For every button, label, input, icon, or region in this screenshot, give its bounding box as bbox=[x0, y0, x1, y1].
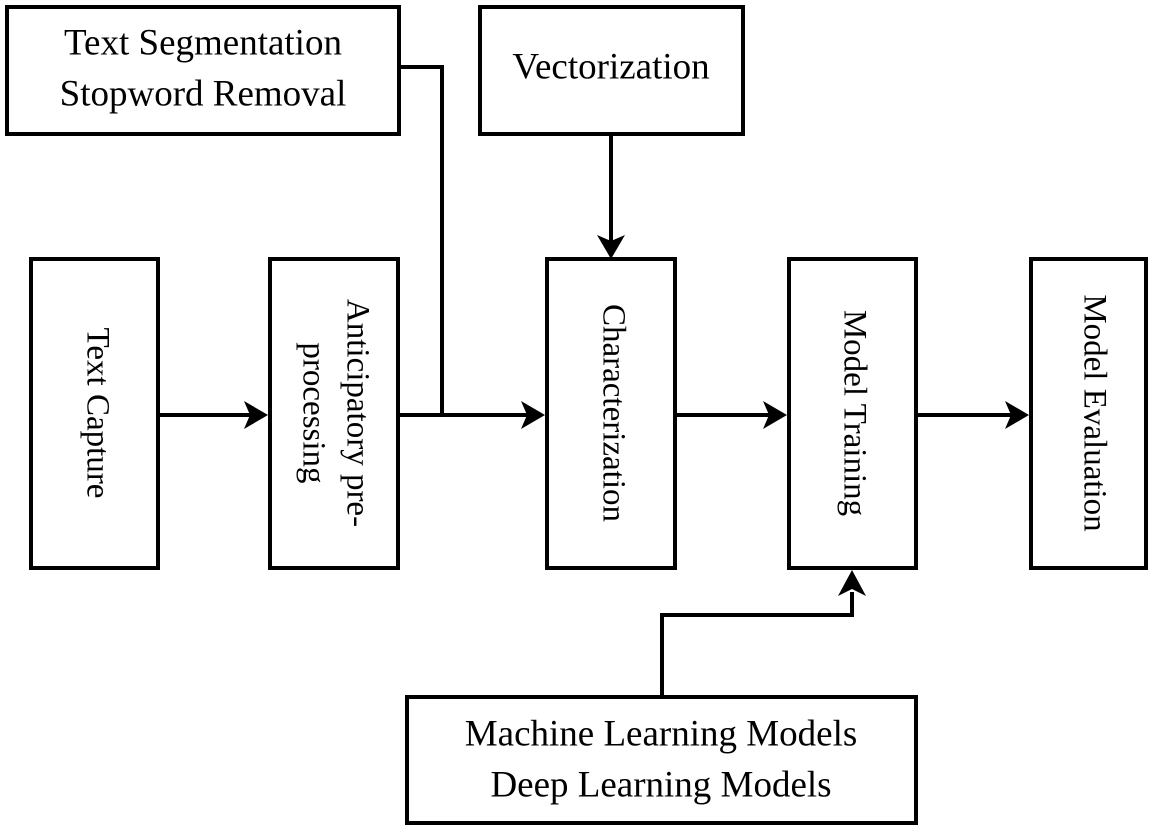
node-label-text-capture: Text Capture bbox=[79, 328, 115, 499]
arrowhead-right-preprocessing bbox=[244, 401, 268, 429]
node-characterization[interactable]: Characterization bbox=[545, 257, 677, 570]
node-label-text-segmentation-line2: Stopword Removal bbox=[60, 73, 347, 114]
edge-layer bbox=[160, 65, 1029, 697]
node-label-model-evaluation: Model Evaluation bbox=[1076, 294, 1112, 531]
node-label-text-segmentation-line1: Text Segmentation bbox=[64, 22, 342, 63]
node-box-vectorization[interactable] bbox=[478, 5, 745, 136]
node-box-model-training[interactable] bbox=[787, 257, 918, 570]
arrowhead-right-characterization bbox=[521, 401, 545, 429]
node-text-segmentation-stopword-removal[interactable]: Text Segmentation Stopword Removal bbox=[5, 5, 401, 136]
node-box-characterization[interactable] bbox=[545, 257, 677, 570]
arrowhead-right-model-evaluation bbox=[1005, 401, 1029, 429]
arrowhead-down-characterization bbox=[597, 235, 625, 259]
arrowhead-right-model-training bbox=[763, 401, 787, 429]
node-text-capture[interactable]: Text Capture bbox=[29, 257, 160, 570]
node-label-characterization: Characterization bbox=[595, 304, 631, 522]
node-anticipatory-pre-processing[interactable]: Anticipatory pre- processing bbox=[268, 257, 400, 570]
node-model-evaluation[interactable]: Model Evaluation bbox=[1029, 257, 1148, 570]
node-label-model-training: Model Training bbox=[836, 310, 872, 516]
node-box-anticipatory-pre-processing[interactable] bbox=[268, 257, 400, 570]
node-box-models[interactable] bbox=[405, 695, 918, 825]
node-label-vectorization: Vectorization bbox=[512, 46, 709, 87]
node-label-models-line1: Machine Learning Models bbox=[465, 713, 858, 754]
node-model-training[interactable]: Model Training bbox=[787, 257, 918, 570]
node-box-model-evaluation[interactable] bbox=[1029, 257, 1148, 570]
edge-segmentation-to-pipeline bbox=[401, 65, 444, 417]
node-label-models-line2: Deep Learning Models bbox=[490, 764, 831, 805]
edge-models-to-model-training bbox=[660, 592, 854, 697]
node-box-text-capture[interactable] bbox=[29, 257, 160, 570]
node-machine-learning-deep-learning-models[interactable]: Machine Learning Models Deep Learning Mo… bbox=[405, 695, 918, 825]
node-label-anticipatory-pre-processing-line2: processing bbox=[295, 342, 331, 483]
node-vectorization[interactable]: Vectorization bbox=[478, 5, 745, 136]
arrowhead-up-model-training bbox=[838, 570, 866, 596]
node-label-anticipatory-pre-processing-line1: Anticipatory pre- bbox=[339, 299, 375, 527]
node-box-text-segmentation[interactable] bbox=[5, 5, 401, 136]
